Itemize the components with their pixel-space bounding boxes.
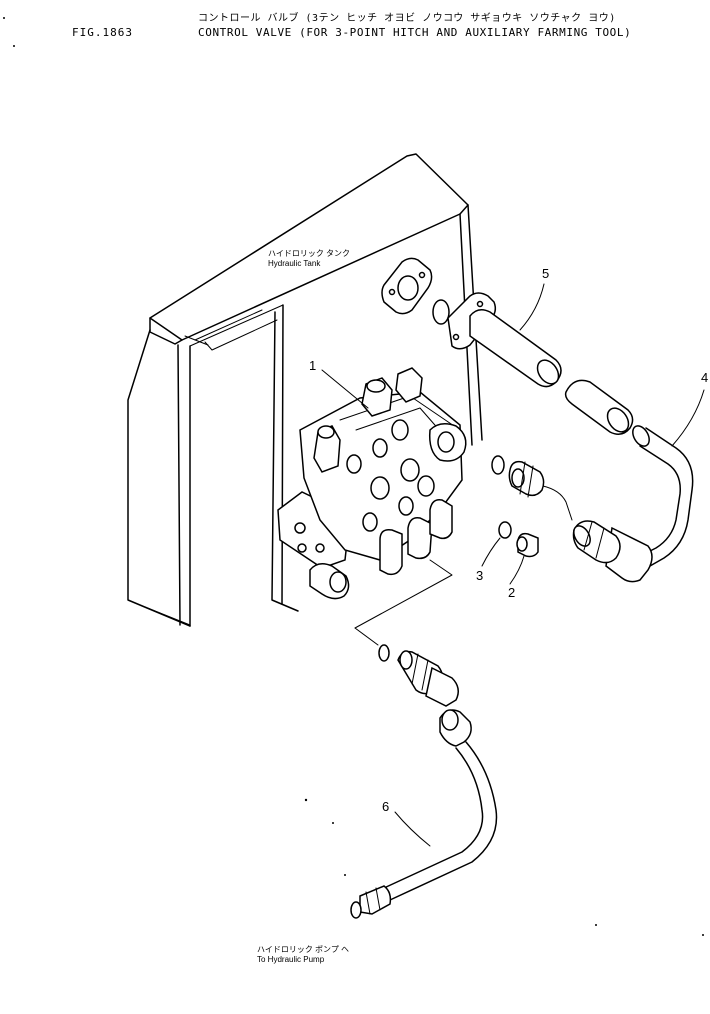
callout-3: 3 bbox=[476, 568, 483, 583]
hydraulic-pump-label-en: To Hydraulic Pump bbox=[257, 955, 325, 964]
control-valve bbox=[277, 367, 467, 600]
suction-pipe-5 bbox=[447, 292, 562, 388]
callout-5: 5 bbox=[542, 266, 549, 281]
figure-number: FIG.1863 bbox=[72, 26, 133, 39]
callout-1: 1 bbox=[309, 358, 316, 373]
callout-6: 6 bbox=[382, 799, 389, 814]
pipe-6 bbox=[350, 709, 498, 919]
plug-2 bbox=[516, 532, 539, 558]
pressure-pipe-4 bbox=[572, 425, 694, 583]
tank-flange bbox=[381, 257, 450, 325]
hydraulic-tank-label-jp: ハイドロリック タンク bbox=[268, 249, 350, 258]
union-fitting bbox=[491, 455, 573, 521]
callout-2: 2 bbox=[508, 585, 515, 600]
callout-4: 4 bbox=[701, 370, 708, 385]
figure-title-english: CONTROL VALVE (FOR 3-POINT HITCH AND AUX… bbox=[198, 26, 632, 39]
hydraulic-tank-label-en: Hydraulic Tank bbox=[268, 259, 321, 268]
hydraulic-pump-label-jp: ハイドロリック ポンプ ヘ bbox=[257, 945, 349, 954]
hydraulic-tank bbox=[127, 153, 483, 627]
scan-specks bbox=[3, 17, 704, 936]
o-ring-3 bbox=[498, 521, 512, 539]
lower-connection bbox=[354, 559, 459, 707]
hose bbox=[564, 379, 634, 435]
figure-title-katakana: コントロール バルブ (3テン ヒッチ オヨビ ノウコウ サギョウキ ソウチャク… bbox=[198, 13, 616, 24]
callout-leaders bbox=[321, 283, 705, 847]
